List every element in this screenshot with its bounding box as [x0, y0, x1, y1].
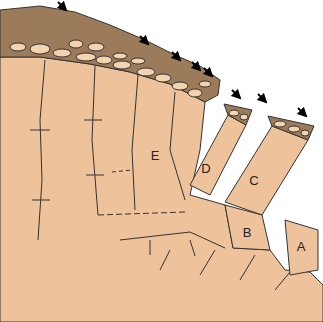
block-c — [225, 126, 308, 215]
block-label: C — [249, 173, 258, 188]
block-label: A — [297, 239, 306, 254]
soil-cap — [268, 116, 314, 140]
soil-layer — [0, 6, 220, 102]
block-label: B — [243, 225, 252, 240]
block-label: D — [201, 161, 210, 176]
force-arrows — [58, 2, 306, 116]
block-label: E — [151, 148, 160, 163]
rock-mass — [0, 57, 323, 322]
cracks — [30, 60, 290, 290]
block-b — [225, 205, 270, 250]
pebbles — [10, 40, 211, 97]
block-a — [285, 220, 318, 275]
pebbles — [229, 110, 309, 136]
soil-cap — [224, 104, 252, 125]
